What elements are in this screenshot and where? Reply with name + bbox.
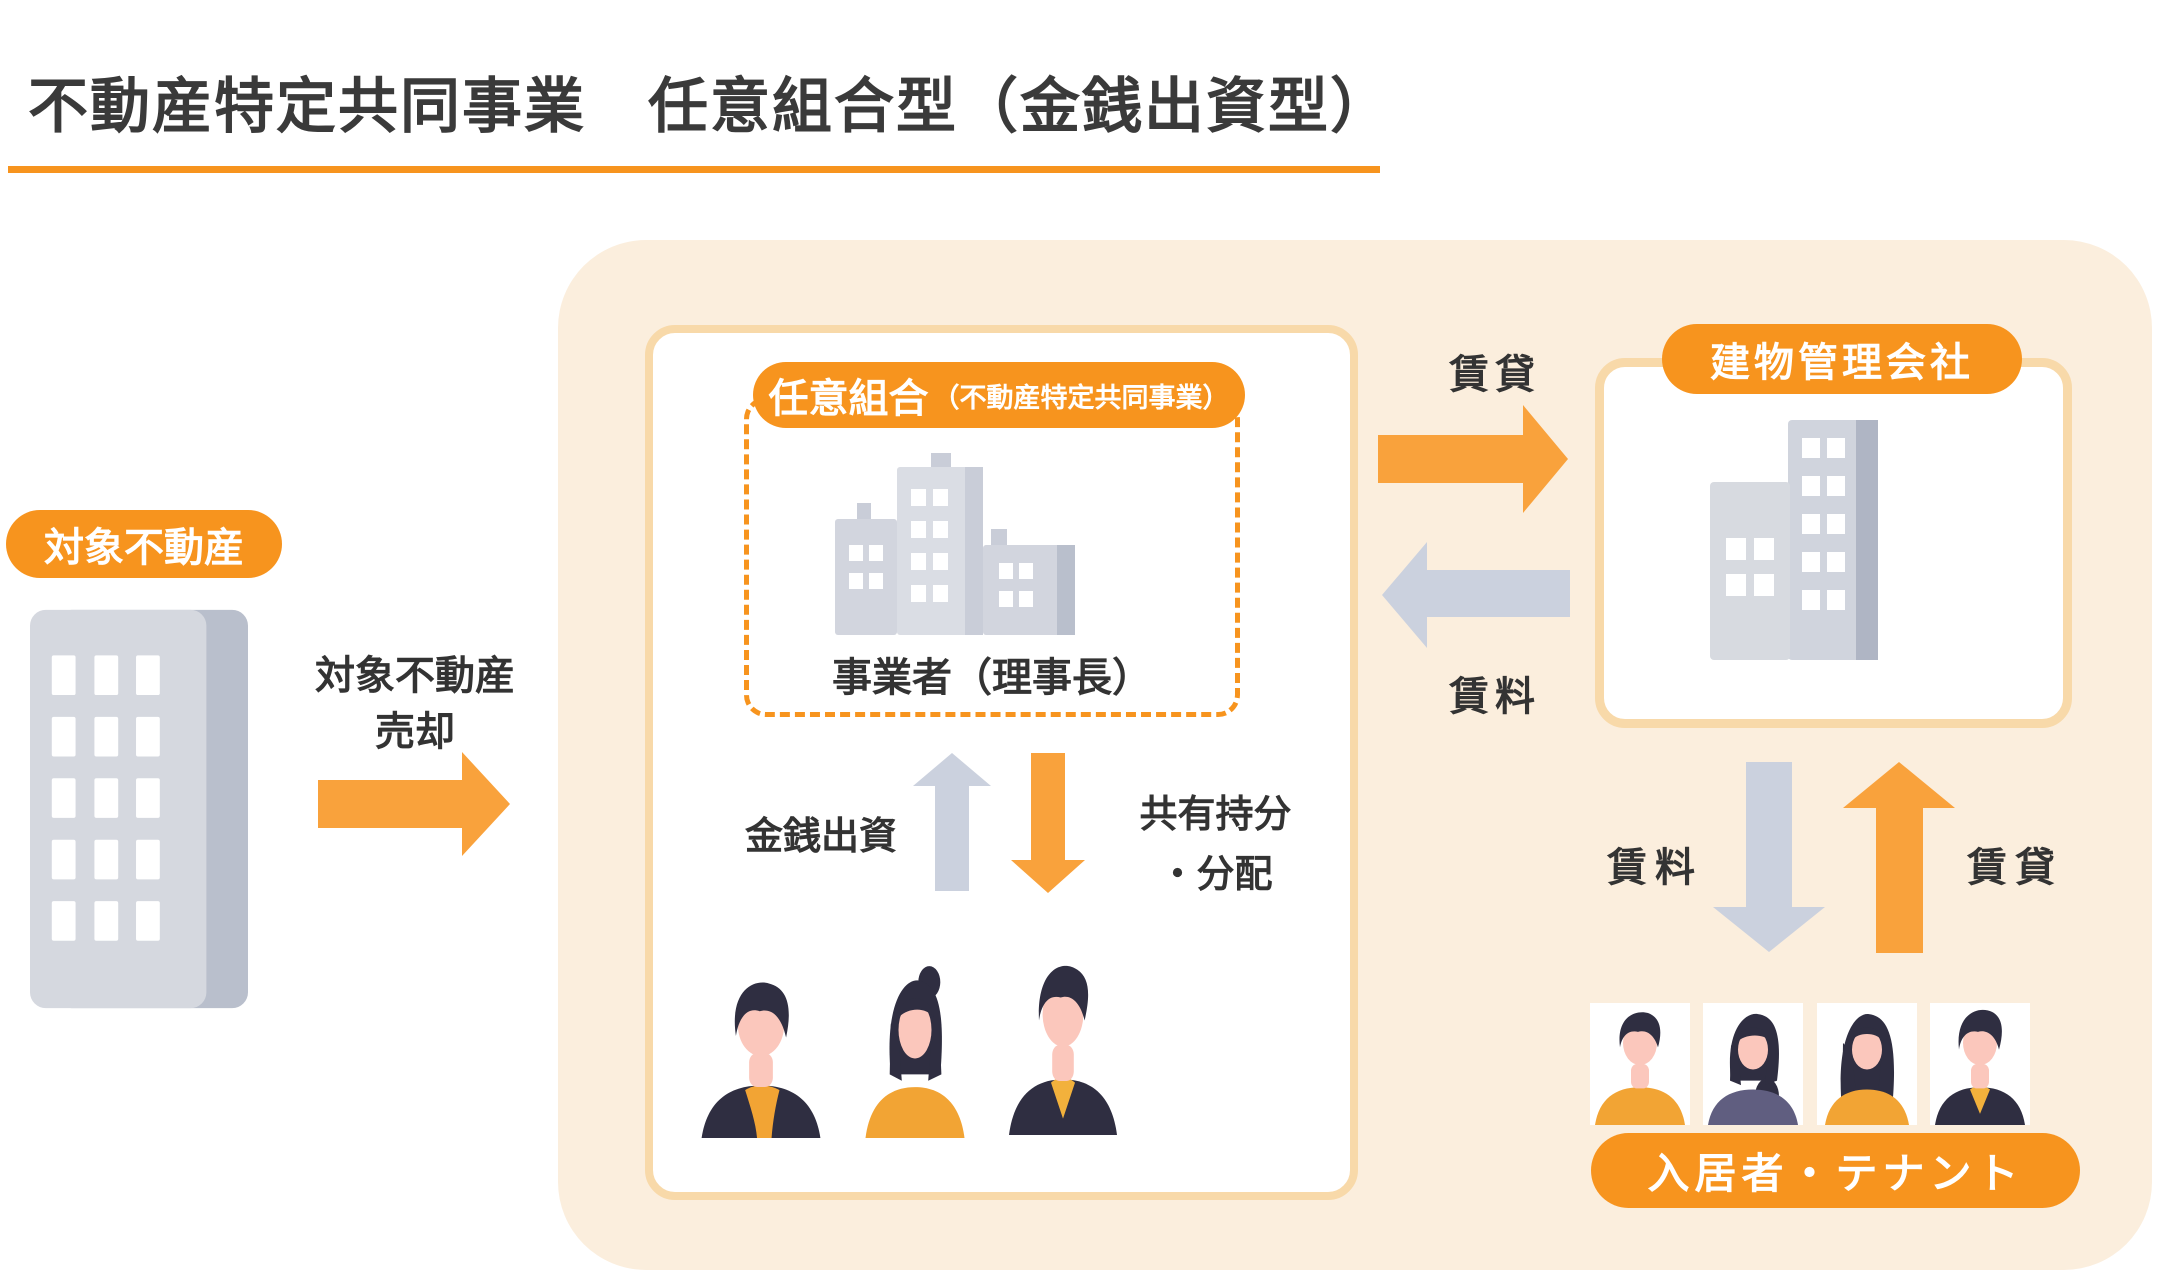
tenants-badge-label: 入居者・テナント (1647, 1150, 2024, 1197)
tenant-photo (1590, 1003, 1690, 1125)
title-underline (8, 166, 1380, 173)
rent-arrow-down-icon (1713, 762, 1825, 952)
management-badge-label: 建物管理会社 (1710, 341, 1974, 385)
lease-arrow-right-icon (1378, 405, 1568, 513)
person-icon (701, 982, 821, 1138)
sale-arrow-right-icon (318, 752, 510, 856)
office-buildings-icon (1710, 420, 1878, 660)
sale-flow-label-line2: 売却 (375, 710, 455, 754)
partnership-badge-main: 任意組合 (768, 377, 929, 421)
lease-arrow-up-icon (1843, 762, 1955, 953)
management-badge: 建物管理会社 (1662, 324, 2022, 394)
contribution-arrow-up-icon (913, 753, 991, 891)
sale-flow-label: 対象不動産 売却 (285, 648, 545, 760)
partnership-badge: 任意組合 （不動産特定共同事業） (753, 362, 1245, 428)
distribution-arrow-down-icon (1011, 753, 1085, 893)
tenant-photo (1817, 1003, 1917, 1125)
distribution-label-line2: ・分配 (1158, 854, 1273, 897)
operator-label: 事業者（理事長） (832, 656, 1152, 700)
person-icon (1935, 1009, 2025, 1125)
person-icon (1009, 965, 1117, 1135)
distribution-label: 共有持分 ・分配 (1098, 785, 1333, 905)
target-property-badge-label: 対象不動産 (44, 526, 244, 570)
page-title: 不動産特定共同事業 任意組合型（金銭出資型） (28, 73, 1392, 140)
distribution-label-line1: 共有持分 (1139, 794, 1292, 836)
person-icon (1708, 1013, 1798, 1125)
partnership-badge-sub: （不動産特定共同事業） (932, 382, 1230, 413)
person-icon (865, 966, 965, 1138)
management-box (1595, 358, 2072, 728)
lease-label-bottom: 賃貸 (1967, 846, 2063, 890)
contribution-label: 金銭出資 (745, 816, 898, 858)
tenant-photo (1703, 1003, 1803, 1125)
tenants-badge: 入居者・テナント (1591, 1133, 2080, 1208)
rent-label-bottom: 賃料 (1607, 846, 1703, 890)
tenant-photo (1930, 1003, 2030, 1125)
target-property-badge: 対象不動産 (6, 510, 282, 578)
buildings-icon (835, 453, 1075, 635)
person-icon (1825, 1013, 1909, 1125)
sale-flow-label-line1: 対象不動産 (315, 654, 515, 698)
rent-arrow-left-icon (1382, 542, 1570, 648)
lease-label-top: 賃貸 (1449, 353, 1541, 397)
building-icon (30, 609, 248, 1009)
person-icon (1595, 1012, 1685, 1125)
partnership-box: 任意組合 （不動産特定共同事業） 事業者（理事長） 金銭出資 共有持分 ・分配 (645, 325, 1358, 1200)
rent-label-mid: 賃料 (1449, 675, 1541, 719)
